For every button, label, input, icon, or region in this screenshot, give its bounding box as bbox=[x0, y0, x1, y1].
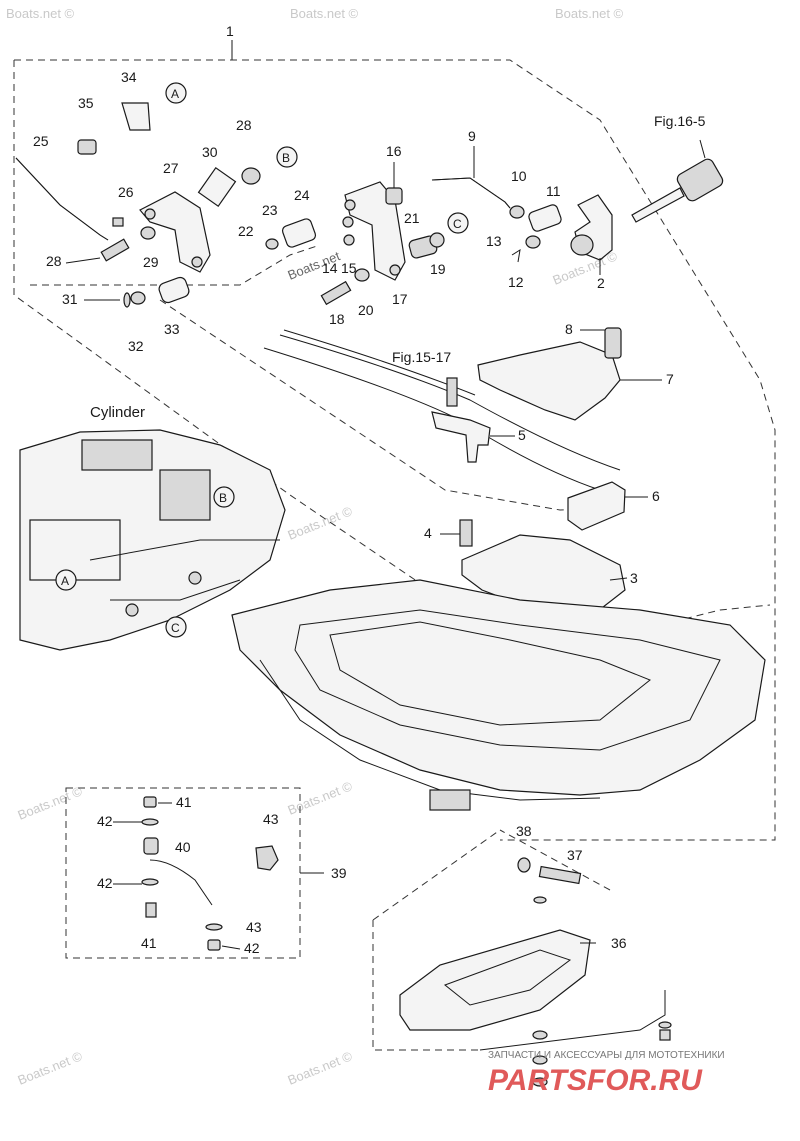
leader-lines bbox=[65, 146, 662, 950]
circle-marker-b: B bbox=[219, 491, 227, 505]
label-part: 23 bbox=[262, 202, 278, 218]
watermark: Boats.net © bbox=[290, 6, 359, 21]
label-part: 6 bbox=[652, 488, 660, 504]
label-part: 5 bbox=[518, 427, 526, 443]
label-part: 2 bbox=[597, 275, 605, 291]
label-part: 26 bbox=[118, 184, 134, 200]
throttle-linkage-middle bbox=[265, 177, 511, 306]
label-part: 25 bbox=[33, 133, 49, 149]
throttle-linkage-right bbox=[509, 194, 613, 263]
label-part: 31 bbox=[62, 291, 78, 307]
cable-cover-7 bbox=[477, 341, 621, 421]
label-part: 17 bbox=[392, 291, 408, 307]
throttle-cable bbox=[279, 334, 621, 471]
watermark: Boats.net © bbox=[286, 503, 355, 543]
brand-tagline: ЗАПЧАСТИ И АКСЕССУАРЫ ДЛЯ МОТОТЕХНИКИ bbox=[488, 1050, 725, 1061]
circle-marker-b: B bbox=[282, 151, 290, 165]
label-part: 14 bbox=[322, 260, 338, 276]
label-part: 27 bbox=[163, 160, 179, 176]
label-part: 28 bbox=[236, 117, 252, 133]
label-part: 41 bbox=[176, 794, 192, 810]
watermark: Boats.net © bbox=[6, 6, 75, 21]
label-part: 3 bbox=[630, 570, 638, 586]
label-part: 42 bbox=[97, 875, 113, 891]
label-part: 12 bbox=[508, 274, 524, 290]
throttle-linkage-left bbox=[15, 102, 261, 308]
circle-marker-a: A bbox=[171, 87, 179, 101]
circle-marker-c: C bbox=[171, 621, 180, 635]
ref-fig15-17: Fig.15-17 bbox=[392, 349, 451, 365]
circle-marker-c: C bbox=[453, 217, 462, 231]
label-part: 10 bbox=[511, 168, 527, 184]
label-part: 32 bbox=[128, 338, 144, 354]
label-part: 19 bbox=[430, 261, 446, 277]
label-part: 29 bbox=[143, 254, 159, 270]
tray-35 bbox=[372, 829, 672, 1087]
label-part: 8 bbox=[565, 321, 573, 337]
label-part: 7 bbox=[666, 371, 674, 387]
label-part: 43 bbox=[246, 919, 262, 935]
label-part: 20 bbox=[358, 302, 374, 318]
cable-end-fig16-5 bbox=[631, 139, 724, 223]
label-part: 18 bbox=[329, 311, 345, 327]
label-part: 24 bbox=[294, 187, 310, 203]
label-part: 11 bbox=[546, 183, 561, 199]
label-assembly-1: 1 bbox=[226, 23, 234, 39]
label-part: 42 bbox=[97, 813, 113, 829]
label-part: 40 bbox=[175, 839, 191, 855]
bracket-5 bbox=[431, 411, 491, 463]
label-part: 39 bbox=[331, 865, 347, 881]
label-part: 37 bbox=[567, 847, 583, 863]
label-part: 41 bbox=[141, 935, 157, 951]
label-part: 38 bbox=[516, 823, 532, 839]
grommet-6 bbox=[567, 481, 626, 531]
label-part: 15 bbox=[341, 260, 357, 276]
label-part: 30 bbox=[202, 144, 218, 160]
label-part: 33 bbox=[164, 321, 180, 337]
watermark: Boats.net © bbox=[286, 1048, 355, 1088]
label-part: 35 bbox=[78, 95, 94, 111]
label-part: 22 bbox=[238, 223, 254, 239]
watermark: Boats.net © bbox=[16, 1048, 85, 1088]
brand-logo: PARTSFOR.RU bbox=[488, 1064, 703, 1097]
label-part: 34 bbox=[121, 69, 137, 85]
watermark: Boats.net © bbox=[286, 778, 355, 818]
cylinder-inset: Cylinder bbox=[19, 404, 286, 651]
label-part: 28 bbox=[46, 253, 62, 269]
circle-markers: A B C B A C bbox=[55, 82, 469, 638]
label-part: 36 bbox=[611, 935, 627, 951]
part-number-labels: 2 3 4 5 6 7 8 9 10 11 12 13 14 15 16 17 … bbox=[33, 69, 674, 956]
circle-marker-a: A bbox=[61, 574, 69, 588]
label-part: 21 bbox=[404, 210, 420, 226]
label-part: 42 bbox=[244, 940, 260, 956]
label-part: 13 bbox=[486, 233, 502, 249]
cylinder-label: Cylinder bbox=[90, 404, 145, 421]
bottom-cowling bbox=[231, 579, 766, 811]
watermark: Boats.net © bbox=[16, 783, 85, 823]
label-part: 4 bbox=[424, 525, 432, 541]
label-part: 43 bbox=[263, 811, 279, 827]
label-part: 9 bbox=[468, 128, 476, 144]
label-part: 16 bbox=[386, 143, 402, 159]
ref-fig16-5: Fig.16-5 bbox=[654, 113, 706, 129]
watermark: Boats.net © bbox=[555, 6, 624, 21]
